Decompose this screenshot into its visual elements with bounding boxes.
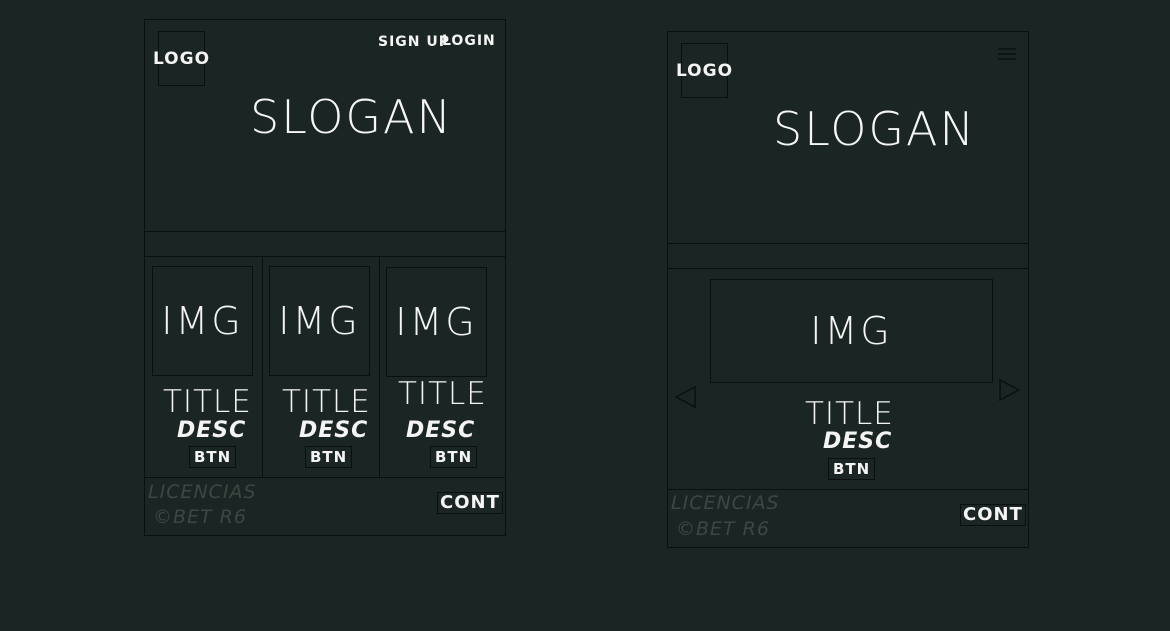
desktop-wireframe: LOGO SIGN UP LOGIN SLOGAN IMG TITLE DESC… bbox=[144, 19, 506, 536]
desktop-card-image: IMG bbox=[269, 266, 370, 376]
desktop-card-image: IMG bbox=[386, 267, 487, 377]
desktop-logo[interactable]: LOGO bbox=[153, 31, 209, 86]
mobile-card-image: IMG bbox=[710, 279, 993, 383]
mobile-slogan: SLOGAN bbox=[773, 102, 976, 156]
mobile-footer-copyright: ©BET R6 bbox=[676, 518, 770, 540]
desktop-card-button[interactable]: BTN bbox=[305, 446, 353, 468]
desktop-column-divider bbox=[379, 256, 380, 477]
desktop-card-desc: DESC bbox=[406, 418, 476, 443]
desktop-header-divider bbox=[145, 231, 505, 232]
desktop-contact-button[interactable]: CONT bbox=[437, 492, 503, 514]
mobile-contact-button[interactable]: CONT bbox=[960, 504, 1026, 526]
mobile-footer-licenses: LICENCIAS bbox=[671, 492, 780, 514]
mobile-nav-divider bbox=[668, 268, 1028, 269]
desktop-footer-licenses: LICENCIAS bbox=[148, 481, 257, 503]
mobile-logo[interactable]: LOGO bbox=[676, 43, 732, 98]
carousel-next-arrow-icon[interactable] bbox=[996, 377, 1022, 403]
hamburger-menu-icon[interactable] bbox=[996, 46, 1018, 62]
desktop-login-link[interactable]: LOGIN bbox=[442, 33, 496, 49]
desktop-slogan: SLOGAN bbox=[250, 90, 453, 144]
mobile-header-divider bbox=[668, 243, 1028, 244]
mobile-card-title: TITLE bbox=[805, 396, 894, 432]
mobile-card-desc: DESC bbox=[823, 429, 893, 454]
desktop-card-title: TITLE bbox=[163, 384, 252, 420]
desktop-footer-divider bbox=[145, 477, 505, 478]
carousel-prev-arrow-icon[interactable] bbox=[673, 384, 699, 410]
desktop-card-image: IMG bbox=[152, 266, 253, 376]
desktop-signup-link[interactable]: SIGN UP bbox=[378, 34, 451, 50]
mobile-wireframe: LOGO SLOGAN IMG TITLE DESC BTN LICENCIAS… bbox=[667, 31, 1029, 548]
desktop-footer-copyright: ©BET R6 bbox=[153, 506, 247, 528]
desktop-card-button[interactable]: BTN bbox=[430, 446, 478, 468]
desktop-card-button[interactable]: BTN bbox=[189, 446, 237, 468]
desktop-nav-divider bbox=[145, 256, 505, 257]
mobile-footer-divider bbox=[668, 489, 1028, 490]
desktop-card-title: TITLE bbox=[282, 384, 371, 420]
desktop-column-divider bbox=[262, 256, 263, 477]
desktop-card-title: TITLE bbox=[398, 376, 487, 412]
desktop-card-desc: DESC bbox=[299, 418, 369, 443]
mobile-card-button[interactable]: BTN bbox=[828, 458, 876, 480]
desktop-card-desc: DESC bbox=[177, 418, 247, 443]
